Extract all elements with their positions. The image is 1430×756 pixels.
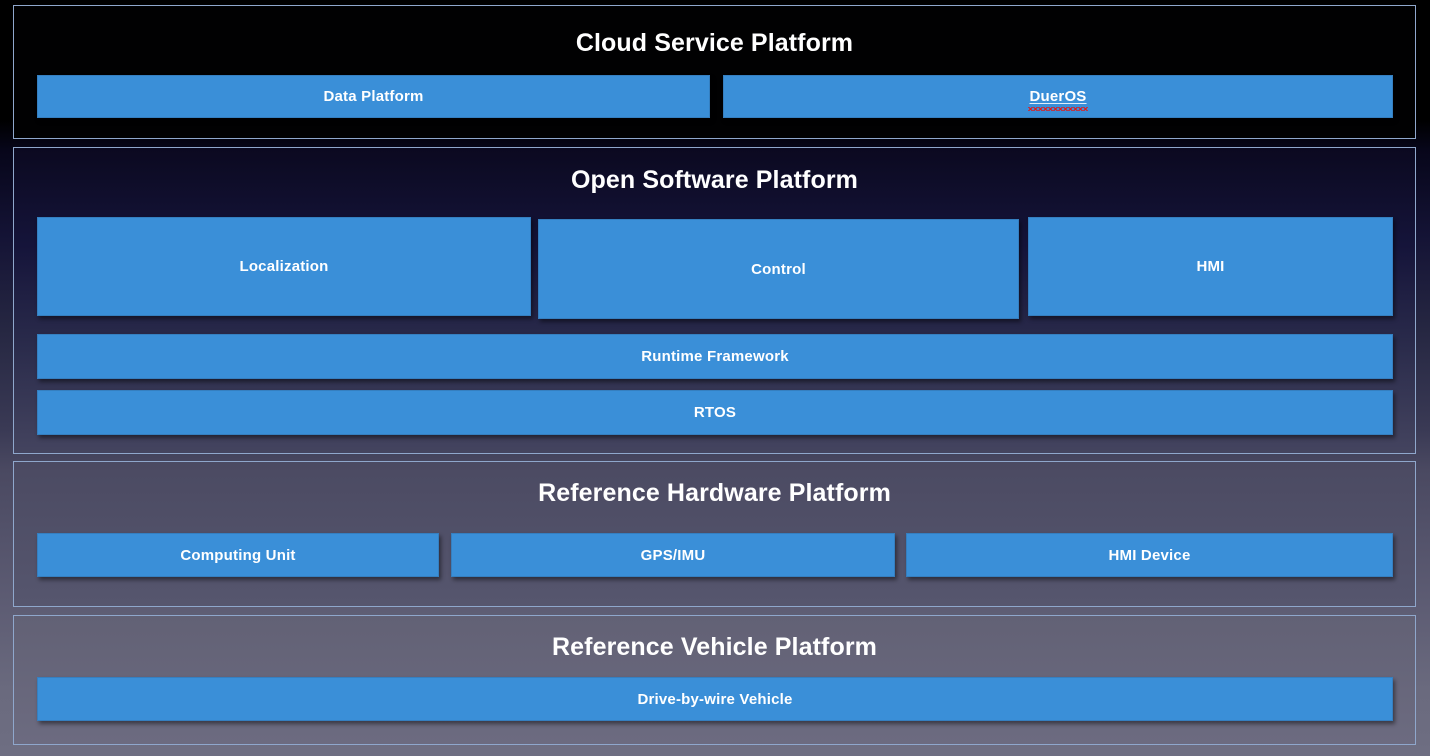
module-localization[interactable]: Localization <box>37 217 531 316</box>
bar-runtime-framework[interactable]: Runtime Framework <box>37 334 1393 379</box>
block-computing-unit[interactable]: Computing Unit <box>37 533 439 577</box>
layer-reference-vehicle-platform: Reference Vehicle Platform Drive-by-wire… <box>13 615 1416 745</box>
layer-cloud-service-platform: Cloud Service Platform Data Platform Due… <box>13 5 1416 139</box>
block-dueros[interactable]: DuerOS <box>723 75 1393 118</box>
module-hmi[interactable]: HMI <box>1028 217 1393 316</box>
bar-label: RTOS <box>693 404 737 421</box>
module-control[interactable]: Control <box>538 219 1019 319</box>
layer-title-reference-vehicle: Reference Vehicle Platform <box>552 633 877 661</box>
block-data-platform[interactable]: Data Platform <box>37 75 710 118</box>
block-gps-imu[interactable]: GPS/IMU <box>451 533 895 577</box>
layer-open-software-platform: Open Software Platform Localization Cont… <box>13 147 1416 454</box>
block-label: DuerOS <box>1028 88 1088 111</box>
bar-rtos[interactable]: RTOS <box>37 390 1393 435</box>
block-label: Drive-by-wire Vehicle <box>637 690 793 708</box>
block-label: Computing Unit <box>180 546 296 564</box>
module-label: HMI <box>1196 258 1225 275</box>
layer-title-reference-hardware: Reference Hardware Platform <box>538 479 891 507</box>
bar-label: Runtime Framework <box>641 348 789 365</box>
block-label: HMI Device <box>1108 546 1191 564</box>
layer-title-cloud: Cloud Service Platform <box>575 29 854 57</box>
layer-reference-hardware-platform: Reference Hardware Platform Computing Un… <box>13 461 1416 607</box>
module-label: Localization <box>239 258 329 275</box>
block-drive-by-wire-vehicle[interactable]: Drive-by-wire Vehicle <box>37 677 1393 721</box>
block-hmi-device[interactable]: HMI Device <box>906 533 1393 577</box>
layer-title-open-software: Open Software Platform <box>571 166 858 194</box>
module-label: Control <box>751 260 806 278</box>
block-label: GPS/IMU <box>640 546 706 564</box>
block-label: Data Platform <box>323 88 424 105</box>
